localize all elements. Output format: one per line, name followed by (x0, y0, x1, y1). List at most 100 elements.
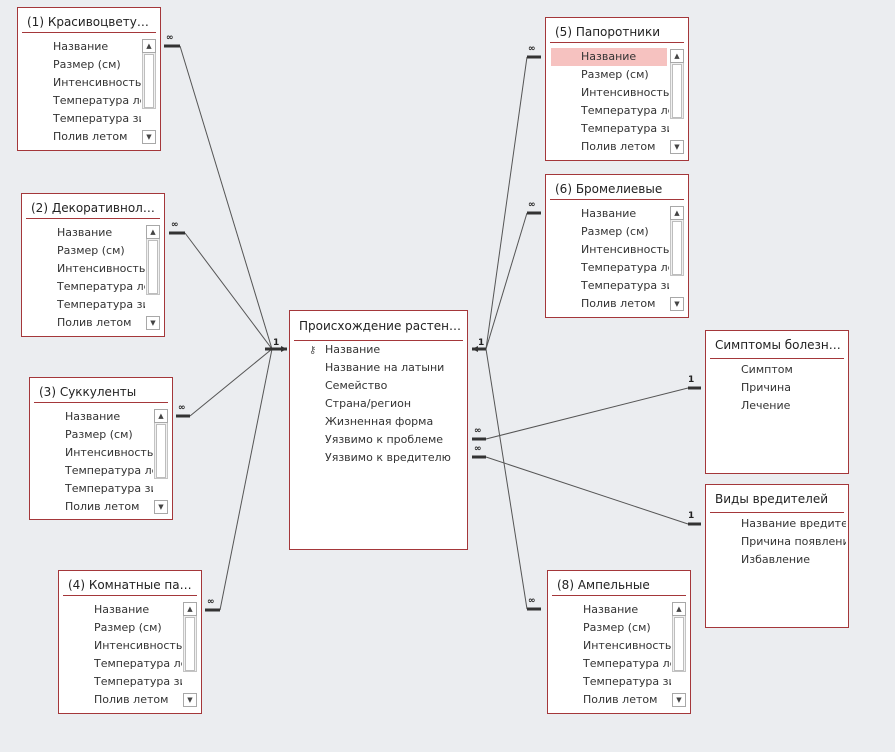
field-item[interactable]: Размер (см) (581, 225, 649, 238)
field-item[interactable]: Полив летом (94, 693, 169, 706)
scrollbar-thumb[interactable] (156, 424, 166, 478)
arrow-up-icon[interactable]: ▲ (670, 206, 684, 220)
field-item[interactable]: Полив летом (53, 130, 128, 143)
arrow-down-icon[interactable]: ▼ (142, 130, 156, 144)
field-item[interactable]: Интенсивность р (65, 446, 153, 459)
field-item[interactable]: Температура лет (53, 94, 141, 107)
field-item[interactable]: Полив летом (583, 693, 658, 706)
vertical-scrollbar[interactable]: ▲ (670, 49, 684, 119)
table-dekorativnolistvennye[interactable]: (2) Декоративнолист... Название Размер (… (21, 193, 165, 337)
vertical-scrollbar[interactable]: ▲ (670, 206, 684, 276)
table-krasivotsvetushchie[interactable]: (1) Красивоцветущие Название Размер (см)… (17, 7, 161, 151)
scrollbar-thumb[interactable] (144, 54, 154, 108)
field-item[interactable]: Температура лет (57, 280, 145, 293)
field-item[interactable]: Температура зи (581, 122, 669, 135)
scrollbar-thumb[interactable] (672, 221, 682, 275)
arrow-up-icon[interactable]: ▲ (146, 225, 160, 239)
field-item[interactable]: Размер (см) (94, 621, 162, 634)
field-item[interactable]: Температура зи (581, 279, 669, 292)
scrollbar-thumb[interactable] (185, 617, 195, 671)
table-title[interactable]: Происхождение растений (294, 311, 463, 341)
field-item[interactable]: Интенсивность р (583, 639, 671, 652)
field-item[interactable]: Уязвимо к вредителю (325, 451, 451, 464)
table-title[interactable]: (6) Бромелиевые (550, 175, 684, 200)
arrow-down-icon[interactable]: ▼ (670, 140, 684, 154)
vertical-scrollbar[interactable]: ▲ (146, 225, 160, 295)
field-item[interactable]: Размер (см) (53, 58, 121, 71)
table-bromelievye[interactable]: (6) Бромелиевые Название Размер (см) Инт… (545, 174, 689, 318)
vertical-scrollbar[interactable]: ▲ (672, 602, 686, 672)
field-item[interactable]: Лечение (741, 399, 791, 412)
field-item[interactable]: Полив летом (581, 140, 656, 153)
field-item[interactable]: Название (581, 207, 637, 220)
table-title[interactable]: Виды вредителей (710, 485, 844, 513)
field-item[interactable]: Температура зи (94, 675, 182, 688)
field-item[interactable]: Название (53, 40, 109, 53)
vertical-scrollbar[interactable]: ▲ (154, 409, 168, 479)
field-item[interactable]: Интенсивность р (581, 86, 669, 99)
field-item[interactable]: Полив летом (57, 316, 132, 329)
field-item[interactable]: Температура лет (94, 657, 182, 670)
field-item[interactable]: Интенсивность р (57, 262, 145, 275)
table-title[interactable]: (2) Декоративнолист... (26, 194, 160, 219)
arrow-down-icon[interactable]: ▼ (183, 693, 197, 707)
table-title[interactable]: (8) Ампельные (552, 571, 686, 596)
table-proiskhozhdenie-rasteniy[interactable]: Происхождение растений ⚷ Название Назван… (289, 310, 468, 550)
table-sukkulenty[interactable]: (3) Суккуленты Название Размер (см) Инте… (29, 377, 173, 520)
field-item[interactable]: Температура лет (583, 657, 671, 670)
arrow-up-icon[interactable]: ▲ (672, 602, 686, 616)
scrollbar-thumb[interactable] (674, 617, 684, 671)
table-title[interactable]: Симптомы болезней... (710, 331, 844, 359)
field-item[interactable]: Семейство (325, 379, 388, 392)
field-item[interactable]: Интенсивность р (94, 639, 182, 652)
table-title[interactable]: (1) Красивоцветущие (22, 8, 156, 33)
field-item[interactable]: Название (65, 410, 121, 423)
field-item[interactable]: Температура зи (57, 298, 145, 311)
field-item[interactable]: Температура лет (581, 261, 669, 274)
field-item[interactable]: Страна/регион (325, 397, 412, 410)
arrow-down-icon[interactable]: ▼ (146, 316, 160, 330)
field-item[interactable]: Температура лет (581, 104, 669, 117)
field-item[interactable]: Температура лет (65, 464, 153, 477)
field-item[interactable]: Интенсивность р (53, 76, 141, 89)
arrow-down-icon[interactable]: ▼ (154, 500, 168, 514)
field-item[interactable]: Интенсивность р (581, 243, 669, 256)
arrow-down-icon[interactable]: ▼ (672, 693, 686, 707)
field-item[interactable]: Причина появлени (741, 535, 846, 548)
field-item[interactable]: Температура зи (65, 482, 153, 495)
field-item[interactable]: Уязвимо к проблеме (325, 433, 444, 446)
table-vidy-vrediteley[interactable]: Виды вредителей Название вредител Причин… (705, 484, 849, 628)
field-item[interactable]: Размер (см) (57, 244, 125, 257)
field-item[interactable]: Избавление (741, 553, 810, 566)
arrow-up-icon[interactable]: ▲ (154, 409, 168, 423)
vertical-scrollbar[interactable]: ▲ (183, 602, 197, 672)
field-item[interactable]: Причина (741, 381, 791, 394)
arrow-up-icon[interactable]: ▲ (142, 39, 156, 53)
field-item[interactable]: Название (94, 603, 150, 616)
field-item[interactable]: Название (57, 226, 113, 239)
table-title[interactable]: (3) Суккуленты (34, 378, 168, 403)
field-item-primary-key[interactable]: Название (325, 343, 381, 356)
field-item-selected[interactable]: Название (551, 48, 667, 66)
table-simptomy-bolezney[interactable]: Симптомы болезней... Симптом Причина Леч… (705, 330, 849, 474)
field-item[interactable]: Название вредител (741, 517, 846, 530)
field-item[interactable]: Полив летом (581, 297, 656, 310)
field-item[interactable]: Жизненная форма (325, 415, 434, 428)
table-komnatnye-palmy[interactable]: (4) Комнатные пальм... Название Размер (… (58, 570, 202, 714)
table-paporotniki[interactable]: (5) Папоротники Название Размер (см) Инт… (545, 17, 689, 161)
arrow-up-icon[interactable]: ▲ (183, 602, 197, 616)
field-item[interactable]: Температура зи (583, 675, 671, 688)
field-item[interactable]: Название (583, 603, 639, 616)
field-item[interactable]: Температура зи (53, 112, 141, 125)
field-item[interactable]: Размер (см) (583, 621, 651, 634)
field-item[interactable]: Название на латыни (325, 361, 445, 374)
scrollbar-thumb[interactable] (672, 64, 682, 118)
field-item[interactable]: Размер (см) (65, 428, 133, 441)
field-item[interactable]: Полив летом (65, 500, 140, 513)
arrow-down-icon[interactable]: ▼ (670, 297, 684, 311)
field-item[interactable]: Симптом (741, 363, 793, 376)
table-title[interactable]: (5) Папоротники (550, 18, 684, 43)
field-item[interactable]: Размер (см) (581, 68, 649, 81)
scrollbar-thumb[interactable] (148, 240, 158, 294)
arrow-up-icon[interactable]: ▲ (670, 49, 684, 63)
